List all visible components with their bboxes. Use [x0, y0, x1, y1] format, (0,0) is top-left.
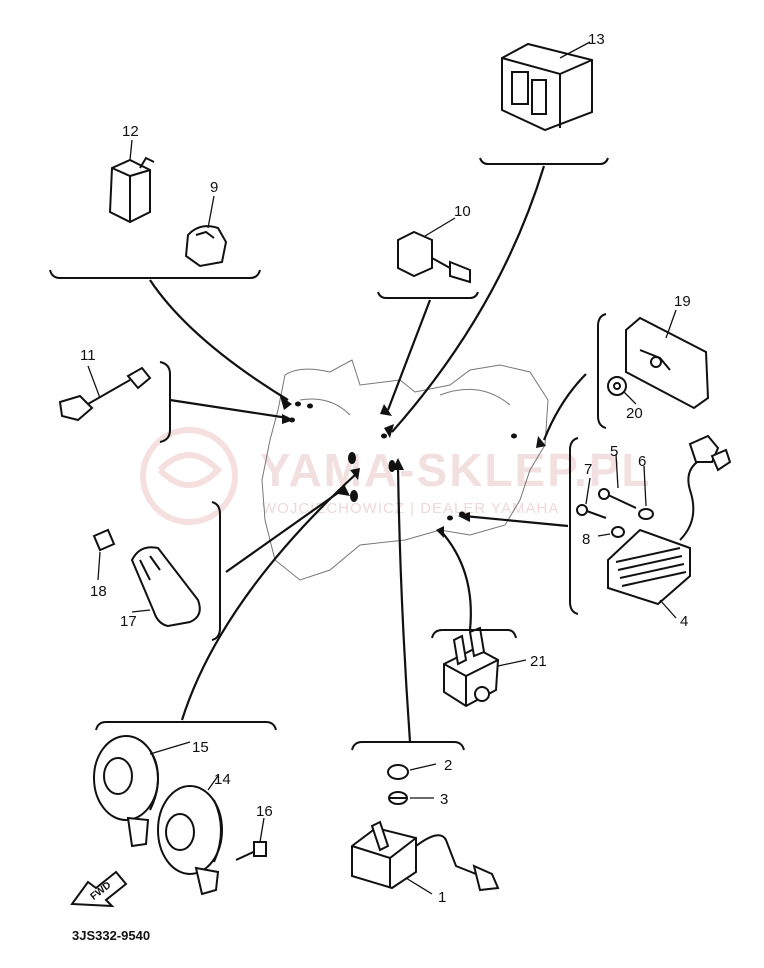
frame-outline [261, 359, 549, 581]
callout-12: 12 [122, 123, 139, 140]
callout-19: 19 [674, 293, 691, 310]
callout-11: 11 [80, 347, 96, 364]
part-14-horn [157, 775, 223, 896]
part-2-cap [387, 763, 437, 780]
part-15-horn [93, 735, 191, 848]
callout-13: 13 [588, 31, 605, 48]
callout-2: 2 [444, 757, 452, 774]
callout-labels: 13 12 9 10 19 11 20 5 6 7 8 18 17 4 21 1… [80, 31, 691, 906]
bracket-21 [431, 629, 517, 639]
part-4-regulator [607, 434, 732, 619]
part-16-bolt [235, 817, 267, 861]
bracket-10 [377, 291, 479, 299]
part-11-sensor [58, 365, 152, 422]
callout-3: 3 [440, 791, 448, 808]
bracket-14-15 [95, 721, 277, 731]
callout-10: 10 [454, 203, 471, 220]
callout-9: 9 [210, 179, 218, 196]
part-13-unit [501, 41, 593, 132]
fwd-arrow-icon: FWD [70, 870, 128, 908]
part-20-nut [607, 376, 637, 405]
part-3-washer [388, 791, 434, 805]
bracket-13 [479, 157, 609, 165]
bracket-1-3 [351, 741, 465, 751]
callout-18: 18 [90, 583, 107, 600]
bracket-11 [159, 361, 171, 443]
part-6-washer [638, 465, 654, 520]
part-17-unit [130, 546, 201, 628]
callout-14: 14 [214, 771, 231, 788]
callout-17: 17 [120, 613, 137, 630]
part-21-switch [443, 626, 527, 708]
bracket-17-18 [211, 501, 221, 641]
callout-16: 16 [256, 803, 273, 820]
callout-7: 7 [584, 461, 592, 478]
callout-1: 1 [438, 889, 446, 906]
part-9-cap [184, 195, 228, 268]
watermark: YAMA-SKLEP.PL WOJCIECHOWICZ | DEALER YAM… [140, 427, 652, 525]
part-7-bolt [576, 477, 607, 519]
part-19-plate [625, 309, 710, 410]
callout-21: 21 [530, 653, 547, 670]
callout-5: 5 [610, 443, 618, 460]
callout-6: 6 [638, 453, 646, 470]
part-10-connector [397, 217, 471, 284]
part-1-relay [351, 820, 500, 895]
part-5-bolt [598, 453, 637, 509]
watermark-title: YAMA-SKLEP.PL [260, 444, 652, 496]
diagram-code: 3JS332-9540 [72, 928, 150, 943]
bracket-4-8 [569, 437, 579, 615]
watermark-subtitle: WOJCIECHOWICZ | DEALER YAMAHA [262, 500, 559, 517]
bracket-19-20 [597, 313, 607, 429]
leader-arrows [149, 165, 587, 743]
part-18-clip [92, 528, 116, 581]
callout-20: 20 [626, 405, 643, 422]
part-8-washer [597, 526, 625, 538]
callout-15: 15 [192, 739, 209, 756]
callout-4: 4 [680, 613, 688, 630]
bracket-12-9 [49, 269, 261, 279]
callout-8: 8 [582, 531, 590, 548]
part-12-relay [108, 139, 155, 224]
